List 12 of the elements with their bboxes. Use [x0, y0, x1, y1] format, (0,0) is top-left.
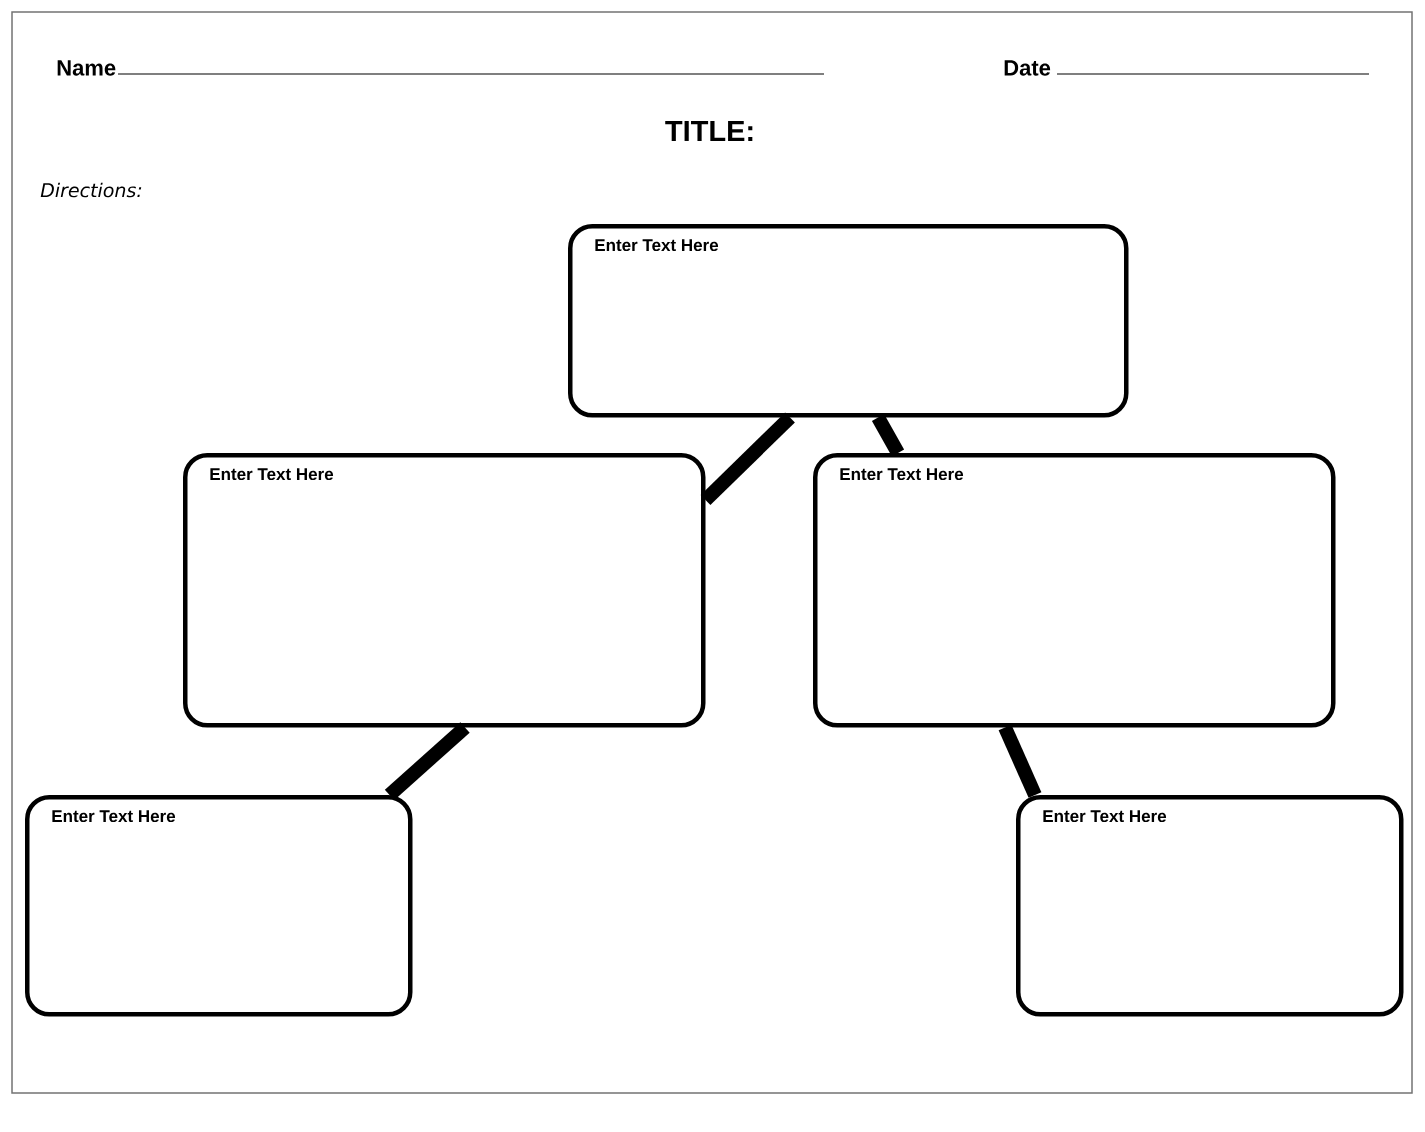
name-label: Name [57, 60, 116, 76]
connector-line [998, 724, 1042, 798]
date-label: Date [1004, 60, 1051, 76]
text-box: Enter Text Here [813, 453, 1336, 728]
directions-label: Directions: [40, 182, 142, 198]
connector-line [700, 412, 795, 505]
connector-line [384, 722, 470, 801]
text-box: Enter Text Here [183, 453, 706, 728]
text-box: Enter Text Here [25, 795, 413, 1017]
title: TITLE: [665, 121, 753, 141]
text-box: Enter Text Here [1016, 795, 1404, 1017]
text-box: Enter Text Here [568, 224, 1129, 418]
